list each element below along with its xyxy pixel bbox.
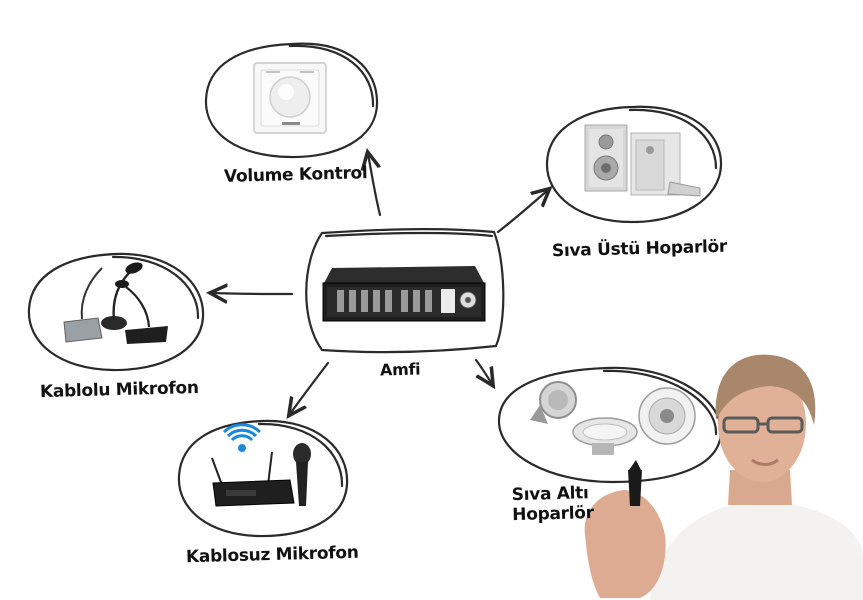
ceiling-speaker-icon — [530, 382, 695, 455]
label-kablolu-mikrofon: Kablolu Mikrofon — [40, 378, 199, 402]
presenter-figure — [585, 355, 863, 600]
volume-control-icon — [254, 63, 326, 133]
label-siva-alti-line2: Hoparlör — [512, 503, 602, 525]
label-volume-kontrol: Volume Kontrol — [224, 163, 368, 187]
label-amfi: Amfi — [380, 359, 421, 379]
label-siva-alti-line1: Sıva Altı — [511, 483, 601, 505]
wired-microphone-icon — [64, 260, 168, 344]
amplifier-icon — [323, 266, 485, 321]
wireless-microphone-icon — [212, 425, 311, 506]
surface-speaker-icon — [585, 125, 700, 196]
label-siva-alti-hoparlor: Sıva Altı Hoparlör — [511, 483, 602, 525]
